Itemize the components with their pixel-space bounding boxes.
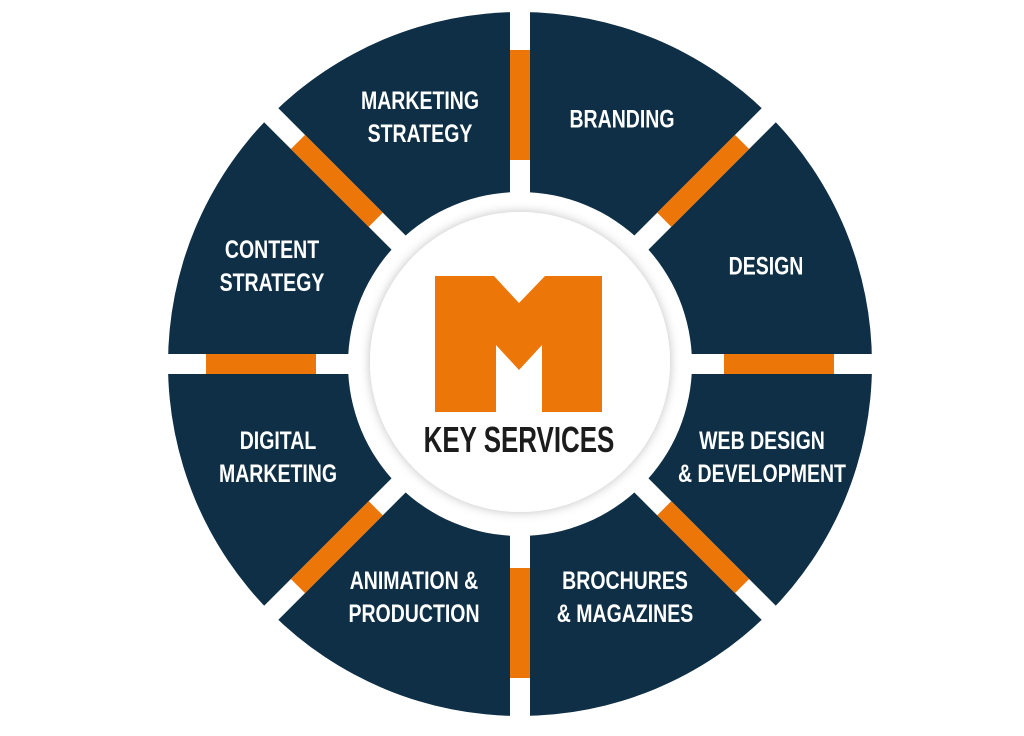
segment-label: STRATEGY xyxy=(367,120,473,148)
segment-label: STRATEGY xyxy=(219,269,325,297)
m-logo xyxy=(435,276,602,412)
segment-label: PRODUCTION xyxy=(348,600,480,628)
segment-label: & MAGAZINES xyxy=(556,600,694,628)
orange-divider xyxy=(510,568,530,678)
segment-label: BROCHURES xyxy=(562,567,688,595)
segment-label: ANIMATION & xyxy=(349,567,479,595)
orange-divider xyxy=(724,354,834,374)
segment-label: DIGITAL xyxy=(239,427,317,455)
segment-digital-marketing[interactable]: DIGITAL MARKETING xyxy=(219,425,337,491)
segment-label: MARKETING xyxy=(360,87,480,115)
segment-label: MARKETING xyxy=(218,460,338,488)
segment-branding[interactable]: BRANDING xyxy=(569,104,674,137)
orange-divider xyxy=(290,501,383,594)
segment-label: BRANDING xyxy=(569,105,675,134)
segment-label: WEB DESIGN xyxy=(699,427,825,455)
segment-web-design[interactable]: WEB DESIGN & DEVELOPMENT xyxy=(678,425,846,491)
orange-divider xyxy=(510,50,530,160)
segment-label: & DEVELOPMENT xyxy=(678,460,846,488)
segment-brochures[interactable]: BROCHURES & MAGAZINES xyxy=(557,565,694,631)
orange-divider xyxy=(657,501,750,594)
orange-divider xyxy=(657,134,750,227)
center-title: KEY SERVICES xyxy=(423,419,615,460)
segment-design[interactable]: DESIGN xyxy=(729,251,804,284)
segment-animation[interactable]: ANIMATION & PRODUCTION xyxy=(348,565,479,631)
segment-label: DESIGN xyxy=(728,252,804,281)
orange-divider xyxy=(290,134,383,227)
segment-label: CONTENT xyxy=(224,236,320,264)
segment-content-strategy[interactable]: CONTENT STRATEGY xyxy=(220,234,325,300)
segment-marketing-strategy[interactable]: MARKETING STRATEGY xyxy=(361,85,479,151)
orange-divider xyxy=(206,354,316,374)
